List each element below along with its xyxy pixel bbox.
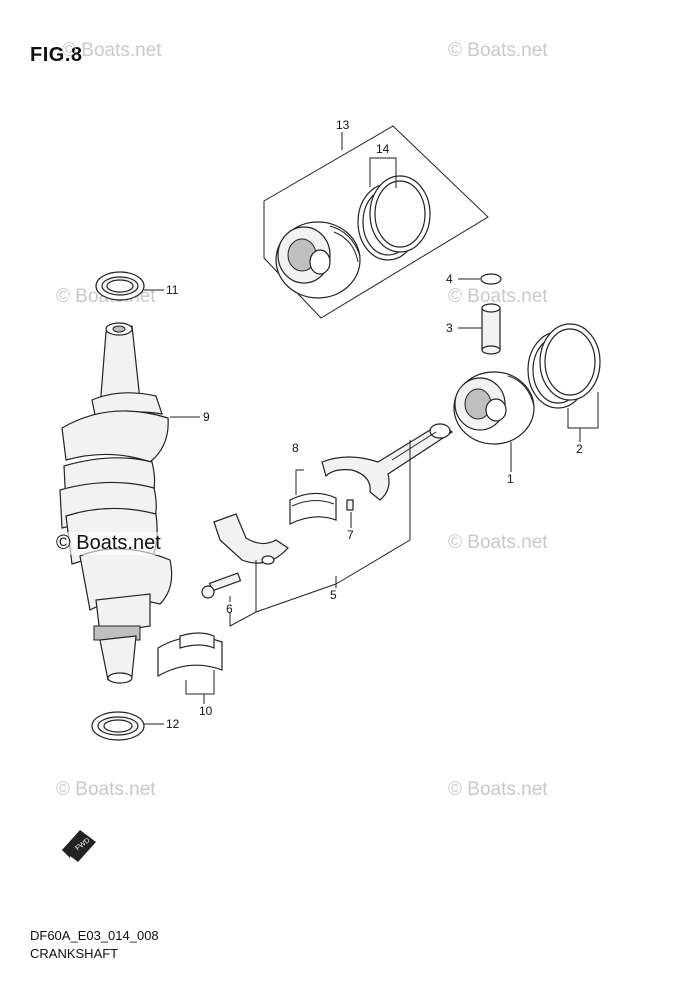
callout-13: 13 [336,118,350,132]
watermark: © Boats.net [448,286,548,307]
conrod-bearing [289,492,337,525]
upper-oil-seal [95,271,145,301]
leader-5-bracket [229,583,337,627]
piston-in-kit [275,221,361,299]
rings-in-kit [357,175,431,261]
callout-7: 7 [347,528,354,542]
callout-4: 4 [446,272,453,286]
conrod-cap [213,513,289,565]
conrod-bolt [201,572,242,599]
watermark-prominent: © Boats.net [56,532,161,555]
callout-10: 10 [199,704,213,718]
dowel-pin [346,499,354,511]
piston-pin-circlip [480,273,502,285]
callout-8: 8 [292,441,299,455]
kit-box-outline [263,125,489,319]
crankshaft [59,322,173,684]
watermark: © Boats.net [448,779,548,800]
callout-5: 5 [330,588,337,602]
fwd-arrow-icon: FWD [62,830,96,862]
piston [453,371,535,445]
watermark: © Boats.net [56,779,156,800]
lower-oil-seal [91,711,145,741]
diagram-code: DF60A_E03_014_008 [30,928,159,943]
watermark: © Boats.net [62,40,162,61]
piston-rings [527,323,601,409]
leader-8 [295,469,304,495]
callout-9: 9 [203,410,210,424]
callout-3: 3 [446,321,453,335]
leader-10 [185,670,215,695]
callout-11: 11 [166,283,179,297]
watermark: © Boats.net [448,532,548,553]
callout-12: 12 [166,717,180,731]
callout-6: 6 [226,602,233,616]
diagram-name: CRANKSHAFT [30,946,119,961]
figure-title: FIG.8 [30,44,83,66]
leader-14 [369,157,397,188]
callout-2: 2 [576,442,583,456]
leader-2 [567,392,599,429]
callout-14: 14 [376,142,390,156]
piston-pin [481,303,501,355]
watermark: © Boats.net [448,40,548,61]
connecting-rod [321,423,454,501]
main-bearing [157,632,223,678]
callout-1: 1 [507,472,514,486]
